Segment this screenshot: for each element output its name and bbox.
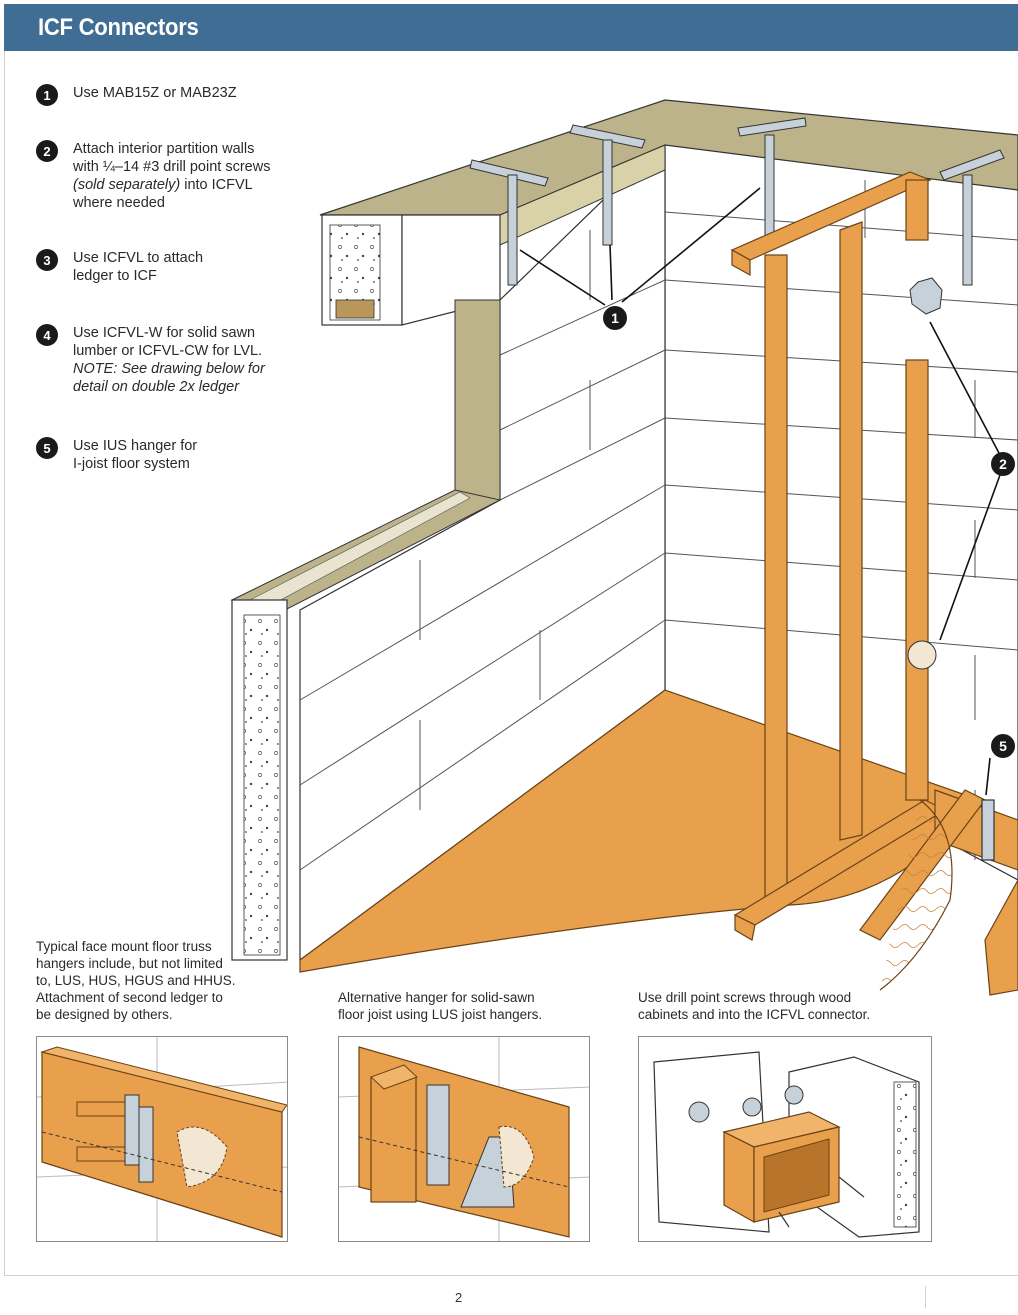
caption-line: to, LUS, HUS, HGUS and HHUS. [36,973,236,988]
note-1: 1 Use MAB15Z or MAB23Z [36,84,237,106]
i-joists [859,789,1018,996]
caption-line: be designed by others. [36,1007,173,1022]
caption-line: Alternative hanger for solid-sawn [338,990,535,1005]
note-line: Use ICFVL to attach [73,250,204,266]
callout-2-number: 2 [999,456,1007,472]
note-4: 4 Use ICFVL-W for solid sawn lumber or I… [36,324,265,396]
note-number-badge: 2 [36,140,58,162]
note-text: Use MAB15Z or MAB23Z [73,84,237,106]
note-line-rest: into ICFVL [180,177,253,193]
note-5: 5 Use IUS hanger for I-joist floor syste… [36,437,197,473]
note-line: I-joist floor system [73,456,190,472]
note-line: Attach interior partition walls [73,141,255,157]
caption-line: floor joist using LUS joist hangers. [338,1007,543,1022]
note-line: with ¼–14 #3 drill point screws [73,159,271,175]
caption-left: Typical face mount floor truss hangers i… [36,938,276,1023]
page-header: ICF Connectors [4,4,1018,51]
mab-straps [469,117,1005,286]
note-italic-line: NOTE: See drawing below for [73,361,265,377]
note-line: lumber or ICFVL-CW for LVL. [73,343,263,359]
note-number-badge: 4 [36,324,58,346]
note-line: (sold separately) into ICFVL [73,176,270,194]
double-ledger-drawing [37,1037,287,1241]
note-italic: (sold separately) [73,177,181,193]
note-line: where needed [73,195,165,211]
note-number-badge: 3 [36,249,58,271]
left-wall-edge [230,299,502,961]
top-ledger [319,99,1018,326]
callout-1: 1 [603,306,627,330]
callout-1-number: 1 [611,310,619,326]
icfvl-connectors [907,277,943,670]
lus-hanger-drawing [339,1037,589,1241]
note-text: Use ICFVL-W for solid sawn lumber or ICF… [73,324,265,396]
detail-double-ledger [36,1036,288,1242]
page-number: 2 [455,1290,463,1305]
callout-2: 2 [991,452,1015,476]
main-icf-illustration: 1 2 5 [230,99,1018,996]
page-title: ICF Connectors [38,14,199,41]
note-text: Use IUS hanger for I-joist floor system [73,437,197,473]
callout-5: 5 [991,734,1015,758]
note-number-badge: 5 [36,437,58,459]
note-line: Use IUS hanger for [73,438,198,454]
note-text: Attach interior partition walls with ¼–1… [73,140,270,212]
note-number-badge: 1 [36,84,58,106]
wood-cabinet-drawing [653,1051,920,1238]
caption-middle: Alternative hanger for solid-sawn floor … [338,989,598,1023]
note-2: 2 Attach interior partition walls with ¼… [36,140,270,212]
partition-wall-frame [730,171,947,941]
callout-5-number: 5 [999,738,1007,754]
note-text: Use ICFVL to attach ledger to ICF [73,249,203,285]
note-line: Use MAB15Z or MAB23Z [73,85,237,101]
caption-line: Use drill point screws through wood [638,990,852,1005]
page-number-divider [925,1286,926,1308]
caption-right: Use drill point screws through wood cabi… [638,989,928,1023]
caption-line: Typical face mount floor truss [36,939,212,954]
note-italic-line: detail on double 2x ledger [73,379,240,395]
caption-line: Attachment of second ledger to [36,990,223,1005]
caption-line: cabinets and into the ICFVL connector. [638,1007,871,1022]
detail-wood-cabinet [638,1036,932,1242]
page-border [4,51,1018,1276]
note-line: ledger to ICF [73,268,157,284]
detail-lus-hanger [338,1036,590,1242]
note-3: 3 Use ICFVL to attach ledger to ICF [36,249,203,285]
note-line: Use ICFVL-W for solid sawn [73,325,256,341]
caption-line: hangers include, but not limited [36,956,223,971]
leader-lines [519,187,1001,796]
